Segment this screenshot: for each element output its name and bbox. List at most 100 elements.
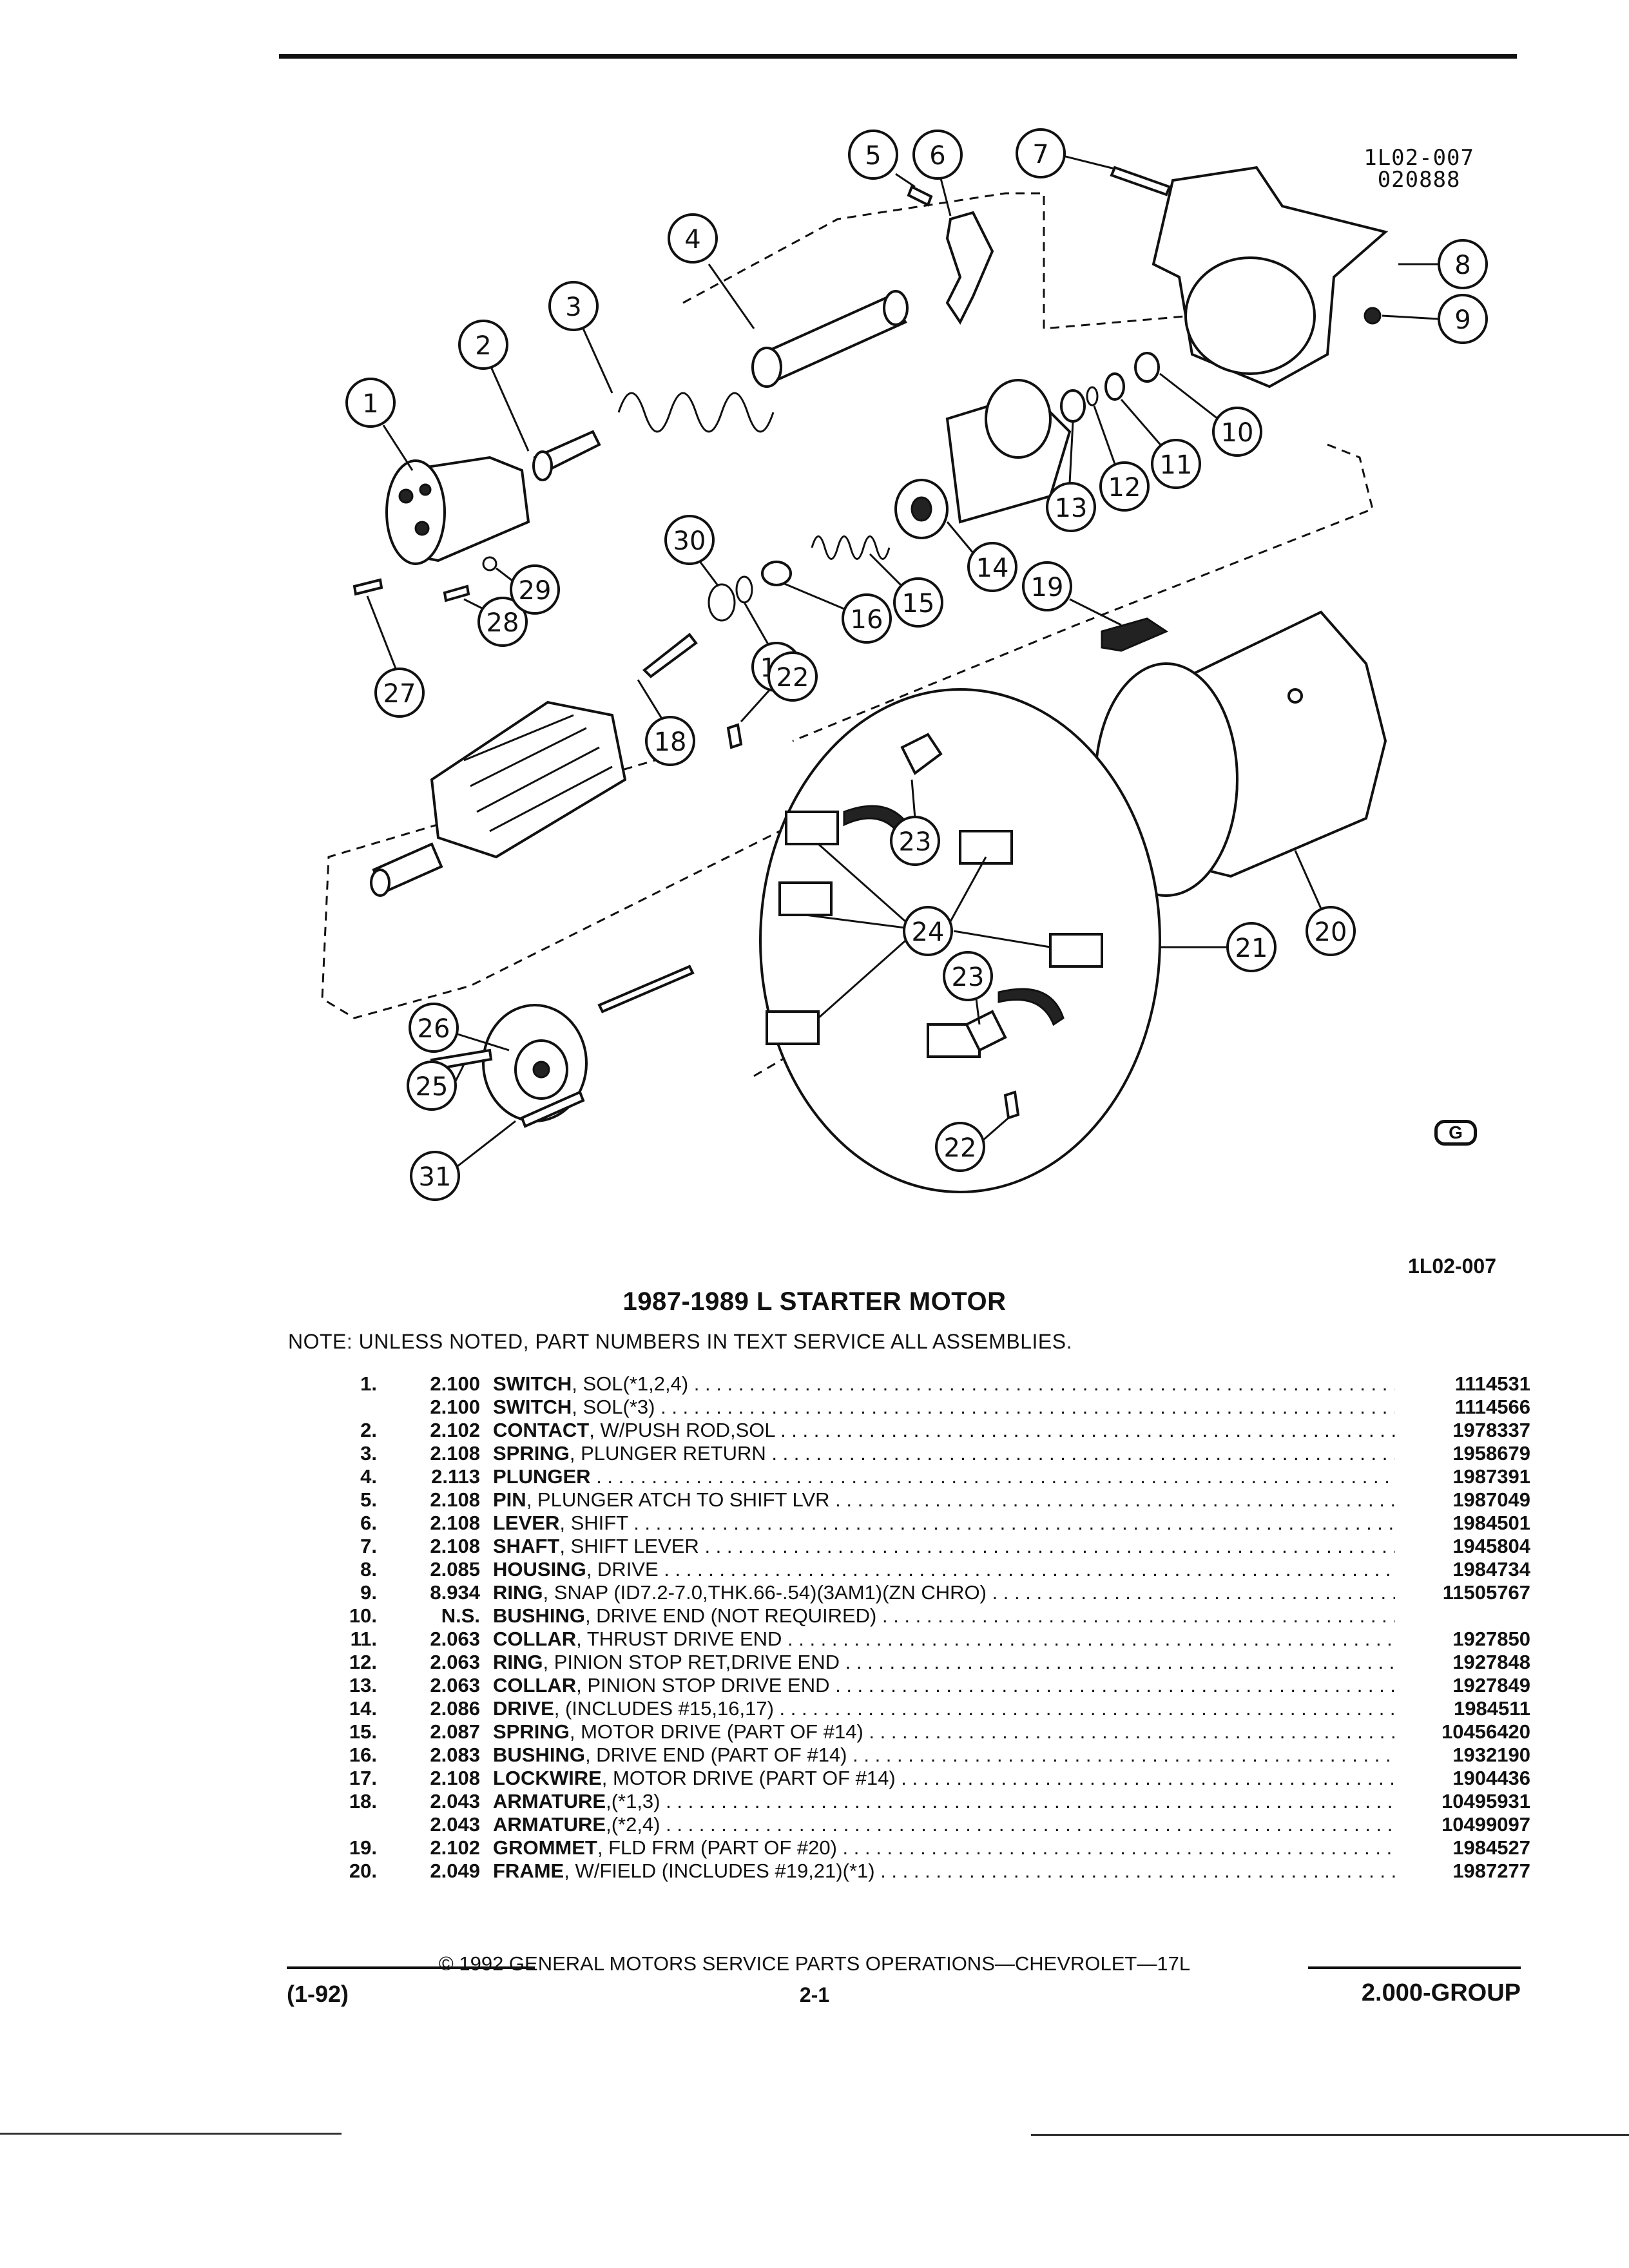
svg-text:22: 22 (776, 663, 809, 693)
part-description: CONTACT, W/PUSH ROD,SOL (493, 1419, 1395, 1442)
part-number: 1987049 (1452, 1488, 1530, 1511)
item-number: 20. (349, 1860, 377, 1882)
shift-lever-shaft-part (1110, 166, 1171, 197)
group-code: 2.087 (430, 1720, 480, 1743)
item-number: 8. (360, 1558, 377, 1581)
svg-text:23: 23 (899, 827, 932, 857)
part-name: SWITCH (493, 1372, 572, 1395)
part-name: COLLAR (493, 1628, 577, 1650)
svg-text:4: 4 (684, 225, 700, 255)
item-number: 9. (360, 1581, 377, 1604)
part-description: ARMATURE,(*1,3) (493, 1790, 1395, 1813)
svg-text:14: 14 (976, 553, 1009, 583)
part-number: 1978337 (1452, 1419, 1530, 1441)
page-title: 1987-1989 L STARTER MOTOR (622, 1287, 1007, 1316)
part-number: 1984511 (1454, 1697, 1530, 1720)
part-qualifier: , SOL(*1,2,4) (572, 1372, 689, 1395)
callout-1: 1 (345, 378, 414, 471)
drawing-reference-date: 020888 (1377, 167, 1461, 193)
callout-26: 26 (409, 1003, 510, 1053)
callout-4: 4 (668, 213, 755, 329)
item-number: 1. (360, 1372, 377, 1395)
part-name: ARMATURE (493, 1790, 606, 1812)
svg-text:5: 5 (865, 141, 881, 171)
item-number: 14. (349, 1697, 377, 1720)
callout-12: 12 (1093, 405, 1150, 512)
part-description: HOUSING, DRIVE (493, 1558, 1395, 1581)
svg-text:2: 2 (475, 331, 491, 361)
part-name: HOUSING (493, 1558, 586, 1581)
part-qualifier: , W/PUSH ROD,SOL (589, 1419, 775, 1441)
part-qualifier: , PLUNGER RETURN (569, 1442, 766, 1465)
part-number: 1114531 (1454, 1372, 1530, 1395)
part-description: SPRING, MOTOR DRIVE (PART OF #14) (493, 1720, 1395, 1744)
plunger-pin-part (907, 185, 933, 207)
item-number: 3. (360, 1442, 377, 1465)
ring-30-part (708, 583, 736, 622)
footer-rule-right (1308, 1966, 1521, 1969)
svg-text:26: 26 (418, 1014, 450, 1044)
callout-22-upper: 22 (740, 651, 818, 723)
assembly-note: NOTE: UNLESS NOTED, PART NUMBERS IN TEXT… (288, 1330, 1072, 1353)
part-name: BUSHING (493, 1744, 585, 1766)
part-number: 1984734 (1452, 1558, 1530, 1581)
callout-21: 21 (1160, 922, 1277, 972)
callout-6: 6 (912, 130, 963, 216)
snap-ring-part (1364, 307, 1382, 325)
bolt-28 (443, 584, 470, 602)
group-code: 2.043 (430, 1790, 480, 1812)
group-code: 2.108 (430, 1767, 480, 1789)
part-name: RING (493, 1581, 543, 1604)
part-name: SHAFT (493, 1535, 560, 1557)
drive-end-bushing-16-part (761, 561, 792, 586)
part-qualifier: ,(*2,4) (606, 1813, 660, 1836)
part-description: PIN, PLUNGER ATCH TO SHIFT LVR (493, 1488, 1395, 1512)
group-code: 2.100 (430, 1372, 480, 1395)
washer-29 (482, 556, 497, 572)
part-qualifier: , PINION STOP RET,DRIVE END (543, 1651, 840, 1673)
alignment-line-left (321, 753, 793, 1019)
callout-8: 8 (1398, 239, 1488, 289)
part-number: 11505767 (1442, 1581, 1530, 1604)
svg-text:6: 6 (929, 141, 945, 171)
drive-end-bushing-part (1134, 352, 1160, 383)
group-code: 2.100 (430, 1396, 480, 1418)
group-code: 8.934 (430, 1581, 480, 1604)
callout-14: 14 (946, 521, 1017, 592)
part-number: 1987391 (1452, 1465, 1530, 1488)
copyright-line: © 1992 GENERAL MOTORS SERVICE PARTS OPER… (438, 1952, 1191, 1975)
scan-edge-left (0, 2133, 342, 2135)
group-code: 2.086 (430, 1697, 480, 1720)
svg-text:25: 25 (416, 1072, 448, 1102)
callout-29: 29 (496, 564, 560, 615)
contact-push-rod-part (532, 430, 601, 481)
drawing-reference: 1L02-007 020888 (1364, 147, 1474, 191)
parts-row: 1. 2.100 SWITCH, SOL(*1,2,4) 1114531 (287, 1372, 1530, 1396)
callout-23-lower: 23 (943, 951, 993, 1025)
part-name: ARMATURE (493, 1813, 606, 1836)
commutator-end-frame-part (482, 965, 695, 1122)
part-name: FRAME (493, 1860, 564, 1882)
part-description: RING, SNAP (ID7.2-7.0,THK.66-.54)(3AM1)(… (493, 1581, 1395, 1604)
svg-text:16: 16 (851, 605, 883, 635)
item-number: 10. (349, 1604, 377, 1627)
part-qualifier: , W/FIELD (INCLUDES #19,21)(*1) (564, 1860, 875, 1882)
callout-20: 20 (1294, 850, 1356, 956)
svg-text:31: 31 (419, 1162, 452, 1192)
part-description: SWITCH, SOL(*3) (493, 1396, 1395, 1419)
scan-edge-right (1031, 2134, 1629, 2136)
part-qualifier: , DRIVE END (NOT REQUIRED) (584, 1604, 877, 1627)
part-number: 1927848 (1452, 1651, 1530, 1673)
part-qualifier: , PLUNGER ATCH TO SHIFT LVR (526, 1488, 830, 1511)
part-description: FRAME, W/FIELD (INCLUDES #19,21)(*1) (493, 1860, 1395, 1883)
part-description: SPRING, PLUNGER RETURN (493, 1442, 1395, 1465)
part-name: LEVER (493, 1512, 560, 1534)
bolt-22-upper (726, 723, 743, 749)
part-description: LEVER, SHIFT (493, 1512, 1395, 1535)
callout-23-upper: 23 (890, 779, 940, 866)
callout-2: 2 (458, 320, 530, 452)
